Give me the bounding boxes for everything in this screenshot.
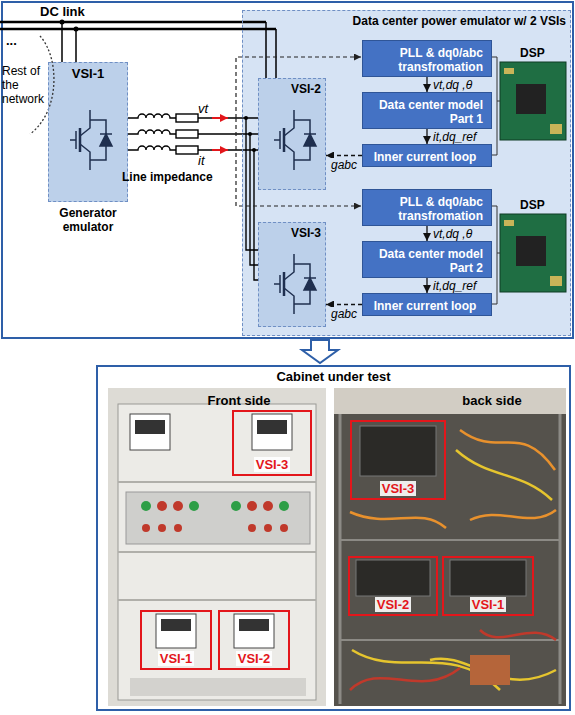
converter-fill	[48, 62, 128, 202]
front-photo	[108, 388, 326, 706]
converter-box: VSI-1Generator emulator	[48, 62, 128, 202]
impedance-label: Line impedance	[122, 170, 213, 184]
line-impedance	[128, 114, 258, 280]
signal-name: vt,dq ,θ	[432, 227, 473, 241]
igbt-symbol	[70, 110, 112, 170]
box-label: VSI-3	[380, 481, 417, 496]
board-label: DSP	[520, 46, 545, 60]
dc-bus	[0, 22, 276, 29]
signal-name: gabc	[330, 158, 358, 172]
highlight-box: VSI-1	[442, 556, 534, 616]
signal-name: vt	[198, 101, 208, 116]
cabinet-panel: Cabinet under testFront sideVSI-3VSI-1VS…	[96, 365, 571, 711]
box-label: VSI-2	[375, 597, 412, 612]
box-caption: Generator emulator	[49, 206, 127, 234]
converter-box: VSI-3	[258, 222, 326, 327]
process-box: Inner current loop	[362, 293, 492, 316]
igbt-symbol	[274, 110, 316, 170]
process-box: PLL & dq0/abc transfromation	[362, 189, 492, 226]
box-label: VSI-1	[49, 63, 127, 81]
dsp-board	[500, 62, 566, 292]
highlight-box: VSI-2	[218, 610, 290, 670]
junction-dots	[244, 116, 256, 152]
measurement-line	[236, 118, 361, 206]
highlight-box: VSI-2	[348, 556, 438, 616]
box-label: VSI-3	[254, 457, 291, 472]
highlight-box: VSI-3	[350, 420, 446, 500]
box-label: VSI-2	[259, 79, 325, 96]
down-arrow	[302, 340, 338, 363]
converter-fill	[258, 78, 326, 190]
signal-arrow	[426, 278, 427, 293]
box-label: back side	[334, 388, 566, 408]
box-label: PLL & dq0/abc transfromation	[367, 43, 487, 74]
signal-arrow	[426, 226, 427, 241]
box-label: VSI-3	[259, 223, 325, 240]
signal-name: it,dq_ref	[432, 279, 477, 293]
signal-name: it	[198, 153, 205, 168]
process-box: Data center model Part 1	[362, 92, 492, 129]
box-label: VSI-1	[470, 597, 507, 612]
box-label: Inner current loop	[374, 147, 481, 164]
signal-arrow	[426, 77, 427, 92]
signal-arrow	[326, 304, 362, 305]
junction-dots	[60, 20, 79, 32]
board-label: DSP	[520, 198, 545, 212]
signal-name: gabc	[330, 307, 358, 321]
measurement-line	[236, 57, 361, 118]
ellipsis: ...	[6, 33, 17, 48]
box-label: VSI-1	[158, 651, 195, 666]
network-boundary	[30, 36, 54, 134]
box-label: Data center model Part 1	[367, 95, 487, 126]
signal-arrow	[426, 129, 427, 144]
network-note: Rest of the network	[2, 64, 50, 106]
region-fill	[242, 10, 571, 336]
box-label: VSI-2	[236, 651, 273, 666]
bus-label: DC link	[40, 4, 85, 19]
sensor-arrow	[212, 117, 228, 119]
box-label: Inner current loop	[374, 296, 481, 313]
process-box: Data center model Part 2	[362, 241, 492, 278]
process-box: Inner current loop	[362, 144, 492, 167]
box-label: Data center power emulator w/ 2 VSIs	[243, 11, 570, 28]
converter-fill	[258, 222, 326, 327]
box-label: Front side	[108, 388, 326, 408]
igbt-symbol	[274, 254, 316, 314]
box-label: Cabinet under test	[98, 367, 569, 384]
back-photo	[334, 388, 566, 706]
process-box: PLL & dq0/abc transfromation	[362, 40, 492, 77]
converter-box: VSI-2	[258, 78, 326, 190]
signal-name: vt,dq ,θ	[432, 78, 473, 92]
box-label: Data center model Part 2	[367, 244, 487, 275]
box-label: PLL & dq0/abc transfromation	[367, 192, 487, 223]
sensor-arrow	[212, 149, 228, 151]
photo-panel: back sideVSI-3VSI-2 VSI-1	[334, 388, 566, 706]
signal-arrow	[326, 155, 362, 156]
highlight-box: VSI-3	[232, 410, 312, 476]
dsp-bracket	[492, 57, 500, 304]
panel-frame	[2, 2, 573, 338]
signal-name: it,dq_ref	[432, 130, 477, 144]
photo-panel: Front sideVSI-3VSI-1 VSI-2	[108, 388, 326, 706]
highlight-box: VSI-1	[140, 610, 212, 670]
